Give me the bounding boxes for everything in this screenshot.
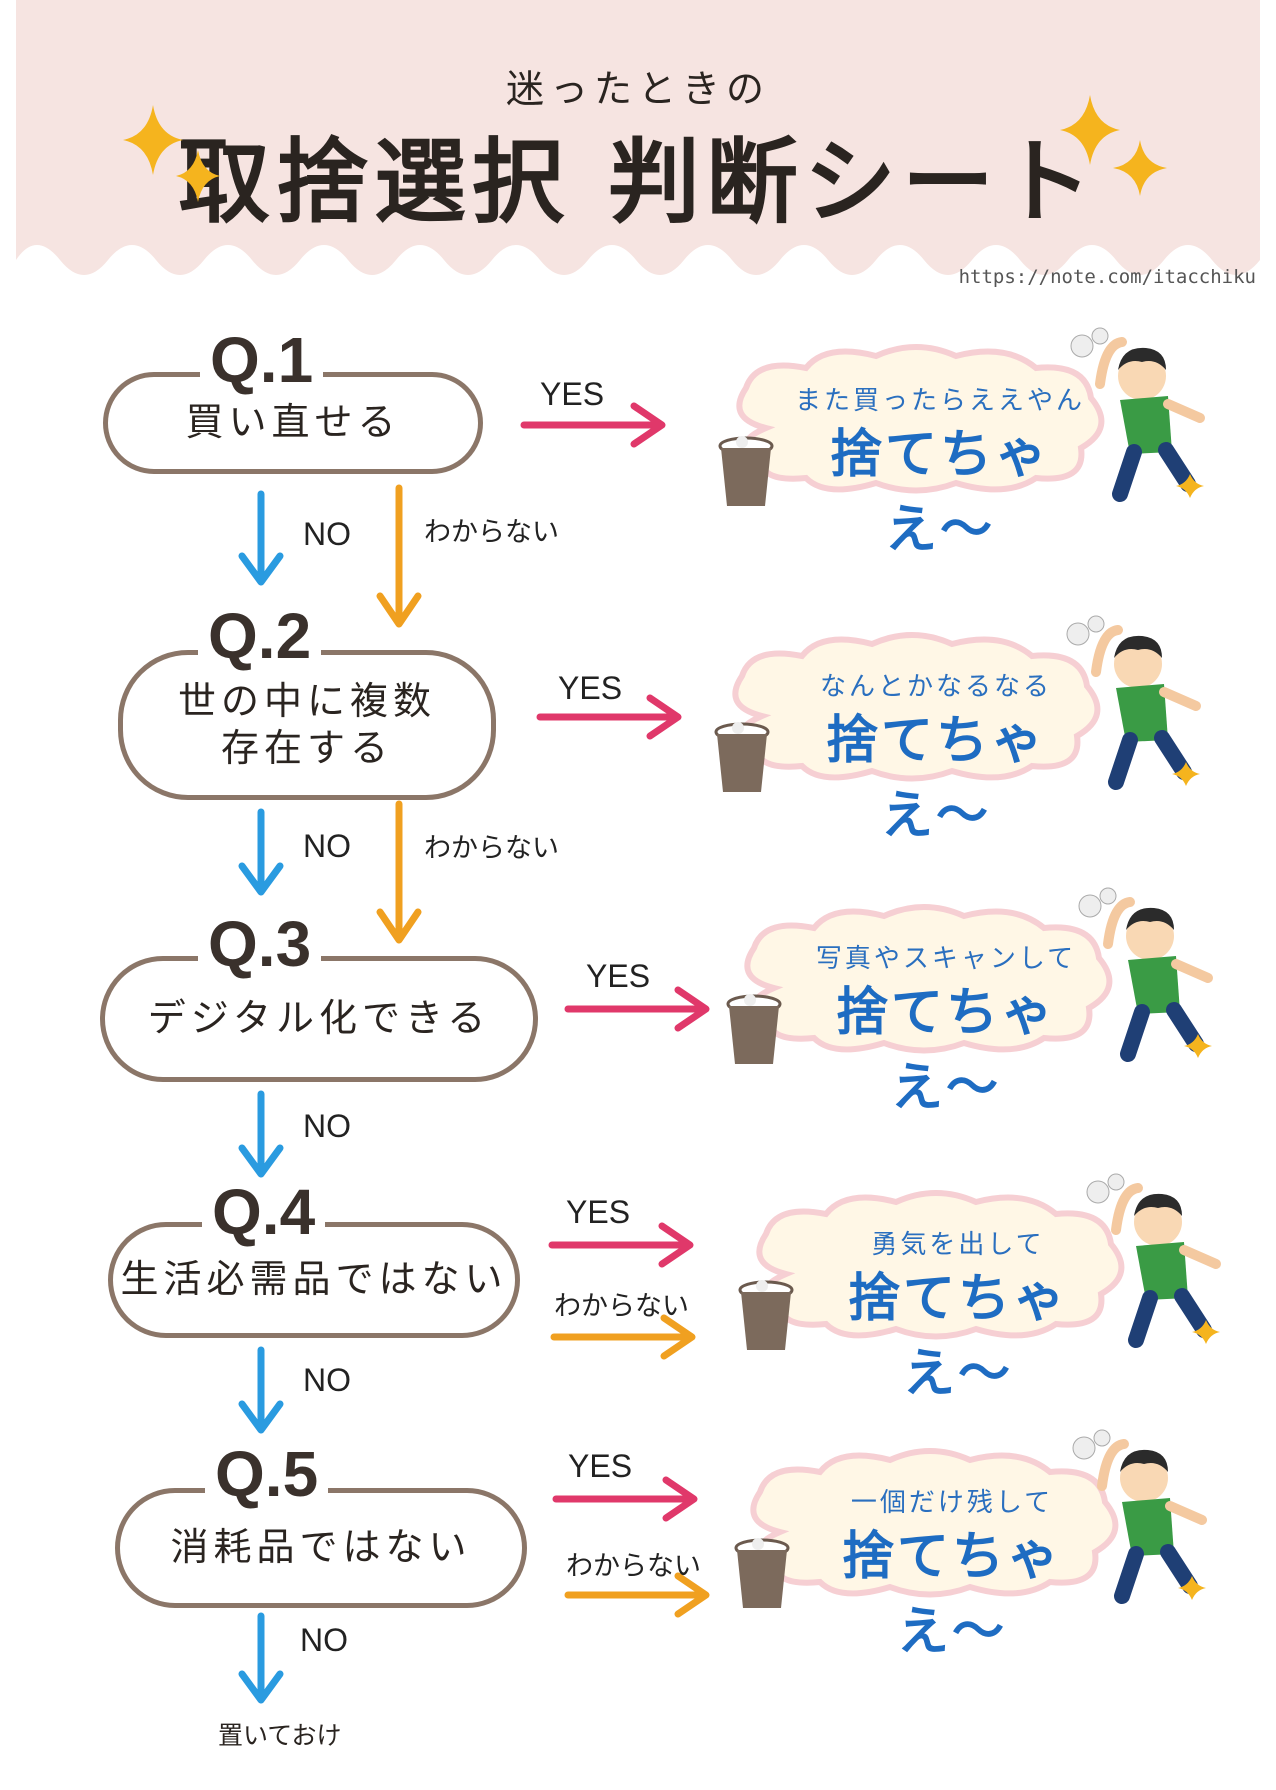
trash-can-icon xyxy=(734,1538,790,1608)
throwing-person-icon xyxy=(1072,1429,1207,1604)
cloud-caption: 一個だけ残して xyxy=(850,1488,1054,1518)
unknown-label: わからない xyxy=(554,1291,689,1322)
cloud-message: 捨てちゃえ〜 xyxy=(829,425,1050,560)
no-arrow xyxy=(238,1090,284,1178)
cloud-caption: 勇気を出して xyxy=(871,1230,1045,1260)
cloud-message: 捨てちゃえ〜 xyxy=(835,983,1056,1118)
cloud-shape xyxy=(744,904,1113,1054)
page-title: 取捨選択 判断シート xyxy=(177,129,1099,236)
question-text: 生活必需品ではない xyxy=(120,1257,508,1302)
question-number: Q.1 xyxy=(200,328,324,392)
yes-arrow xyxy=(520,402,666,448)
no-label: NO xyxy=(303,516,351,552)
throwing-person-icon xyxy=(1086,1173,1221,1348)
no-arrow xyxy=(238,1346,284,1434)
yes-arrow xyxy=(548,1222,694,1268)
cloud-message: 捨てちゃえ〜 xyxy=(847,1269,1068,1404)
question-number: Q.3 xyxy=(198,912,322,976)
final-result: 置いておけ xyxy=(218,1721,342,1750)
no-label: NO xyxy=(303,1108,351,1144)
yes-arrow xyxy=(536,694,682,740)
question-text: 消耗品ではない xyxy=(170,1525,472,1570)
no-label: NO xyxy=(303,828,351,864)
cloud-shape xyxy=(750,1448,1119,1598)
cloud-caption: また買ったらええやん xyxy=(794,386,1085,416)
yes-arrow xyxy=(564,986,710,1032)
throwing-person-icon xyxy=(1078,887,1213,1062)
no-label: NO xyxy=(300,1622,348,1658)
source-url: https://note.com/itacchiku xyxy=(958,266,1256,288)
question-box-q2: 世の中に複数 存在する xyxy=(118,650,496,800)
yes-label: YES xyxy=(566,1194,631,1230)
no-label: NO xyxy=(303,1362,351,1398)
unknown-label: わからない xyxy=(424,517,559,548)
header-background xyxy=(16,0,1260,275)
unknown-arrow xyxy=(376,800,422,944)
sparkle-icon xyxy=(123,105,220,202)
yes-arrow xyxy=(552,1476,698,1522)
cloud-message: 捨てちゃえ〜 xyxy=(841,1527,1062,1662)
question-text: 世の中に複数 存在する xyxy=(177,678,436,771)
question-box-q5: 消耗品ではない xyxy=(115,1488,527,1608)
trash-can-icon xyxy=(726,994,782,1064)
question-number: Q.4 xyxy=(202,1180,326,1244)
unknown-arrow xyxy=(550,1314,696,1360)
trash-can-icon xyxy=(718,436,774,506)
unknown-arrow xyxy=(376,484,422,628)
throwing-person-icon xyxy=(1066,615,1201,790)
yes-label: YES xyxy=(586,958,651,994)
cloud-caption: なんとかなるなる xyxy=(819,672,1052,702)
question-text: 買い直せる xyxy=(185,400,401,445)
no-arrow xyxy=(238,490,284,586)
unknown-label: わからない xyxy=(566,1551,701,1582)
unknown-arrow xyxy=(564,1572,710,1618)
question-number: Q.5 xyxy=(205,1442,329,1506)
unknown-label: わからない xyxy=(424,833,559,864)
sparkle-icon xyxy=(1060,95,1167,196)
cloud-shape xyxy=(756,1190,1125,1340)
yes-label: YES xyxy=(568,1448,633,1484)
cloud-shape xyxy=(736,344,1105,494)
cloud-message: 捨てちゃえ〜 xyxy=(825,711,1046,846)
throwing-person-icon xyxy=(1070,327,1205,502)
no-arrow xyxy=(238,1612,284,1704)
cloud-caption: 写真やスキャンして xyxy=(815,944,1077,974)
question-number: Q.2 xyxy=(198,604,322,668)
yes-label: YES xyxy=(558,670,623,706)
trash-can-icon xyxy=(714,722,770,792)
yes-label: YES xyxy=(540,376,605,412)
question-text: デジタル化できる xyxy=(147,996,491,1041)
cloud-shape xyxy=(732,632,1101,782)
no-arrow xyxy=(238,808,284,896)
trash-can-icon xyxy=(738,1280,794,1350)
question-box-q4: 生活必需品ではない xyxy=(108,1222,520,1338)
subtitle: 迷ったときの xyxy=(505,67,770,111)
